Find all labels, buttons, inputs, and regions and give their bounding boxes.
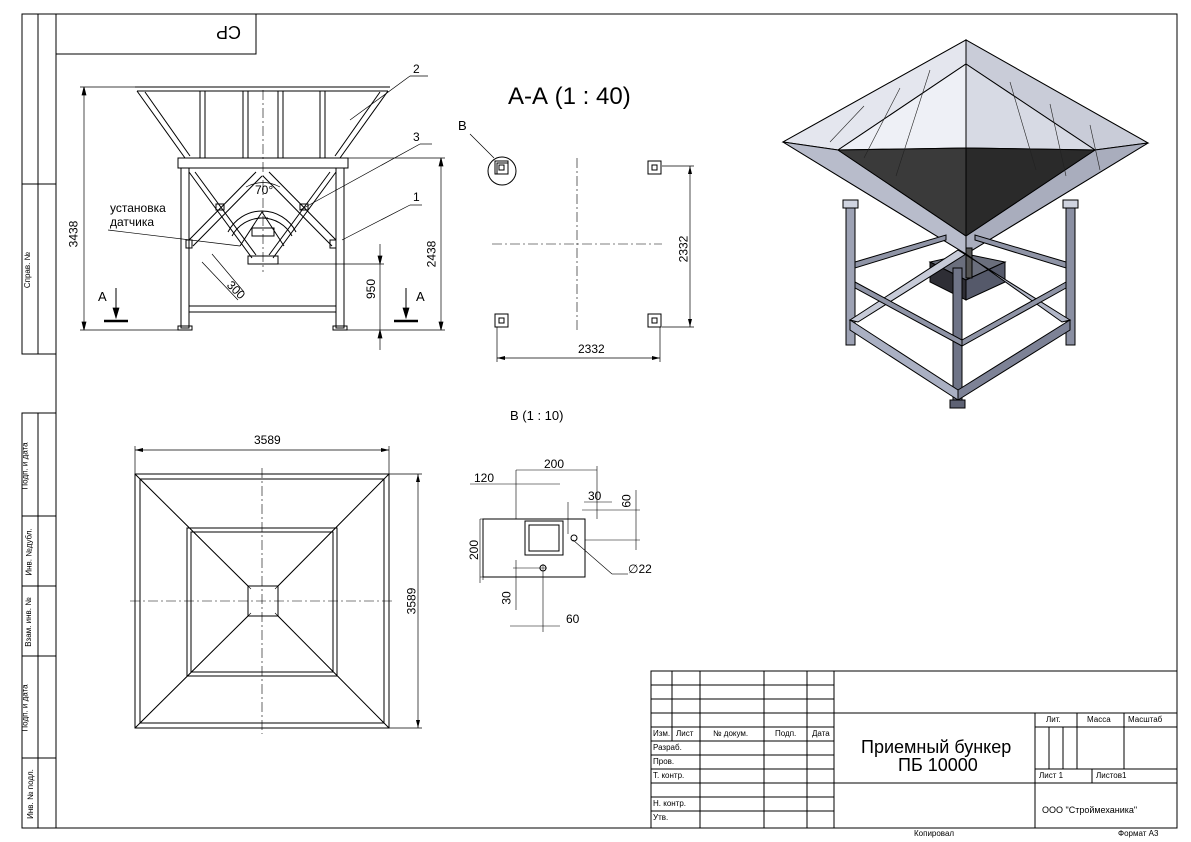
stamp-code: СР [216, 22, 242, 42]
detail-dim-hole: ∅22 [628, 562, 652, 576]
strip-label-podp2: Подп. и дата [20, 684, 30, 732]
strip-label-invdubl: Инв. №дубл. [24, 528, 34, 576]
detail-title: В (1 : 10) [510, 408, 564, 423]
detail-view [470, 466, 640, 632]
tb-sheet: Лист 1 [1039, 771, 1064, 780]
front-view-dims [80, 75, 445, 350]
section-marker-right: А [416, 289, 425, 304]
left-strip-bottom [21, 412, 57, 829]
tb-title-line2: ПБ 10000 [898, 755, 978, 775]
tb-format: Формат А3 [1118, 829, 1159, 838]
angle-label: 70° [255, 183, 274, 197]
detail-dim-120: 120 [474, 471, 495, 485]
plan-dim-height: 3589 [404, 587, 419, 615]
tb-header-doc: № докум. [713, 729, 749, 738]
detail-dim-30-left: 30 [499, 591, 514, 605]
title-block [650, 670, 1178, 829]
tb-role-tkontr: Т. контр. [653, 771, 685, 780]
front-view [135, 86, 390, 331]
tb-header-data: Дата [812, 729, 830, 738]
strip-label-podp1: Подп. и дата [20, 442, 30, 490]
tb-role-prov: Пров. [653, 757, 675, 766]
section-dim-depth: 2332 [676, 235, 691, 263]
callout-1: 1 [413, 190, 420, 204]
sensor-label-line1: установка [110, 201, 166, 215]
strip-label-sprav: Справ. № [23, 251, 33, 289]
tb-copied: Копировал [914, 829, 955, 838]
tb-header-list: Лист [676, 729, 694, 738]
detail-marker: В [458, 118, 467, 133]
callout-2: 2 [413, 62, 420, 76]
tb-mass: Масса [1087, 715, 1111, 724]
dim-overall-height: 3438 [66, 220, 81, 248]
tb-role-utv: Утв. [653, 813, 669, 822]
tb-scale: Масштаб [1128, 715, 1163, 724]
tb-header-izm: Изм. [653, 729, 671, 738]
dim-frame-height: 2438 [424, 240, 439, 268]
plan-dim-width: 3589 [254, 433, 281, 447]
section-view [469, 133, 694, 362]
tb-header-podp: Подп. [775, 729, 797, 738]
isometric-view [781, 39, 1150, 409]
dim-outlet-height: 950 [364, 278, 379, 300]
detail-dim-200-left: 200 [467, 539, 482, 561]
tb-role-nkontr: Н. контр. [653, 799, 687, 808]
tb-company: ООО "Строймеханика" [1042, 805, 1138, 815]
sensor-label-line2: датчика [110, 215, 155, 229]
detail-dim-60-right: 60 [619, 494, 634, 508]
plan-view [130, 446, 422, 734]
stamp-box [55, 13, 257, 55]
tb-lit: Лит. [1046, 715, 1061, 724]
tb-sheets: Листов1 [1096, 771, 1127, 780]
section-title: А-А (1 : 40) [508, 83, 631, 110]
section-marker-left: А [98, 289, 107, 304]
detail-dim-30-top: 30 [588, 489, 602, 503]
strip-label-invpodl: Инв. № подл. [25, 769, 35, 819]
detail-dim-200-top: 200 [544, 457, 565, 471]
tb-title-line1: Приемный бункер [861, 737, 1012, 757]
tb-role-razrab: Разраб. [653, 743, 682, 752]
detail-dim-60-bottom: 60 [566, 612, 580, 626]
callout-3: 3 [413, 130, 420, 144]
strip-label-vzam: Взам. инв. № [23, 597, 33, 647]
section-dim-width: 2332 [578, 342, 605, 356]
